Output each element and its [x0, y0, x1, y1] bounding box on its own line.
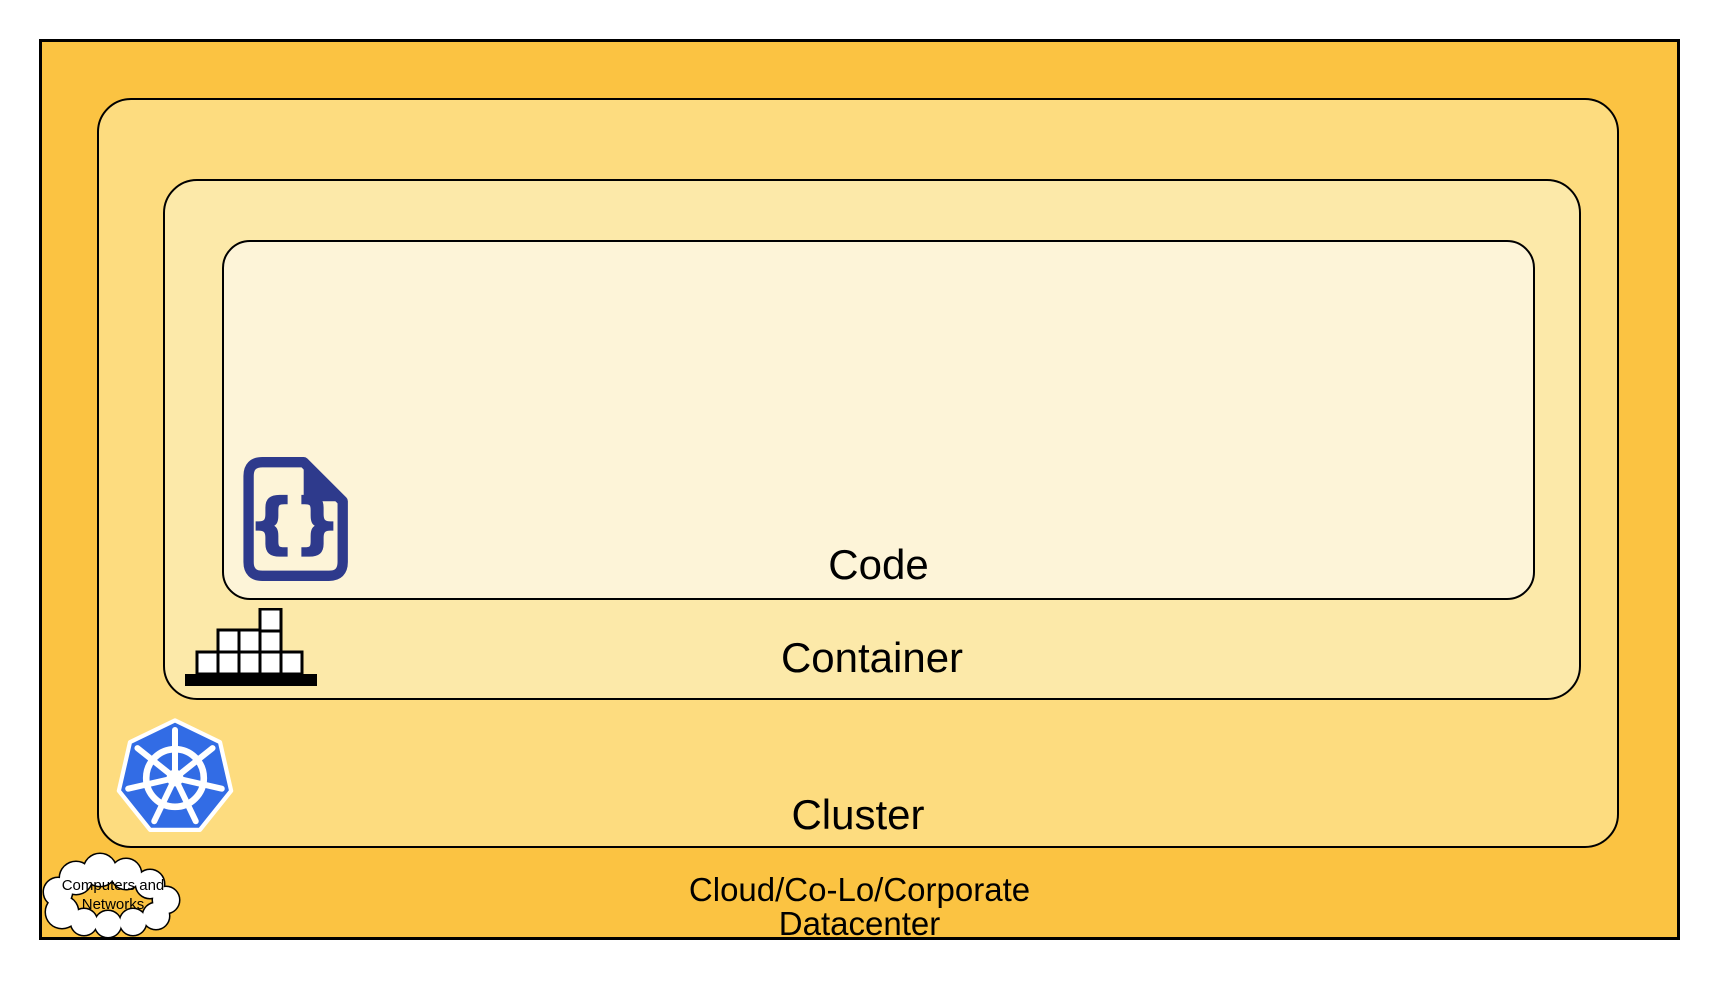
code-file-icon: {} [243, 457, 348, 581]
cloud-callout-line2: Networks [82, 896, 145, 913]
container-stack-icon [185, 608, 317, 686]
datacenter-label-line2: Datacenter [778, 905, 941, 942]
cloud-fill [44, 854, 179, 937]
datacenter-layer-label: Cloud/Co-Lo/Corporate Datacenter [42, 873, 1677, 941]
cluster-layer-label: Cluster [791, 791, 925, 838]
helm-wheel-hub [166, 769, 184, 787]
kubernetes-icon [116, 718, 234, 832]
container-layer-label: Container [780, 634, 964, 681]
code-layer-label: Code [828, 541, 929, 588]
curly-braces-glyph: {} [249, 486, 341, 561]
layer-cluster: {} Code [97, 98, 1619, 848]
layer-container: {} Code [163, 179, 1581, 700]
helm-wheel-rim [142, 745, 208, 811]
layer-datacenter: {} Code [39, 39, 1680, 941]
cloud-icon: Computers and Networks [42, 852, 181, 938]
datacenter-label-line1: Cloud/Co-Lo/Corporate [688, 871, 1031, 908]
layer-code: {} Code [222, 240, 1535, 600]
cloud-callout-line1: Computers and [62, 877, 165, 894]
